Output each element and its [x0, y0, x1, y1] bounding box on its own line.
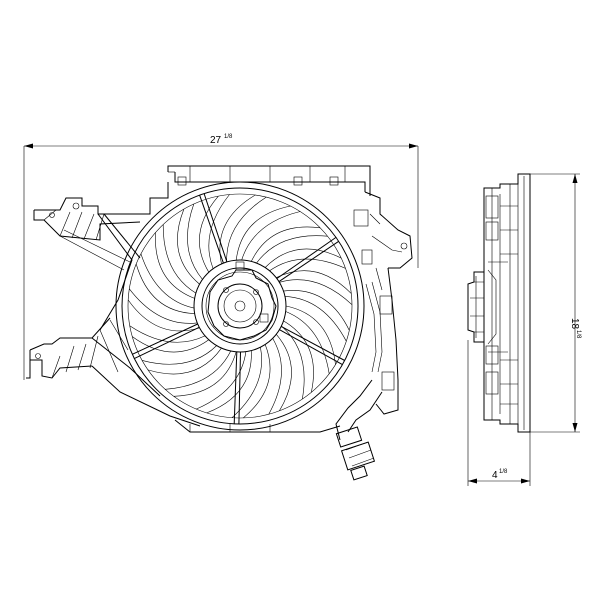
fan-blade — [132, 336, 209, 353]
fan-blade — [147, 347, 222, 375]
fan-shroud-rings — [115, 181, 365, 431]
fan-blades — [127, 194, 353, 419]
fan-blade-edge — [187, 203, 203, 280]
fan-blade — [285, 305, 336, 365]
width-dimension: 27 1/8 — [23, 134, 419, 380]
fan-blade-edge — [129, 288, 198, 324]
fan-blade — [199, 195, 219, 273]
support-strut — [203, 193, 228, 263]
fan-blade — [251, 226, 321, 262]
support-strut — [199, 194, 224, 264]
fan-blade — [173, 351, 237, 397]
support-strut — [276, 236, 337, 279]
shroud-frame — [26, 165, 413, 481]
fan-blade-edge — [162, 224, 197, 294]
depth-value: 4 — [492, 470, 498, 481]
fan-blade — [283, 320, 314, 393]
fan-blade-edge — [142, 345, 217, 365]
fan-blade-edge — [284, 296, 347, 342]
support-strut — [278, 240, 339, 283]
fan-blade — [206, 350, 252, 414]
width-fraction: 1/8 — [224, 134, 233, 140]
fan-blade-edge — [165, 350, 231, 390]
height-fraction: 1/8 — [575, 330, 581, 339]
fan-blade — [283, 290, 350, 331]
fan-blade — [243, 344, 271, 419]
fan-blade-edge — [208, 194, 230, 269]
fan-blade — [264, 248, 342, 268]
side-view — [467, 173, 531, 433]
fan-blade-edge — [129, 325, 206, 343]
fan-blade-edge — [268, 338, 282, 415]
fan-blade-edge — [281, 325, 305, 400]
motor-support-struts — [132, 193, 345, 425]
support-strut — [280, 325, 345, 361]
height-value: 18 — [569, 318, 580, 330]
fan-blade — [177, 208, 200, 285]
fan-blade — [127, 299, 200, 332]
width-value: 27 — [210, 135, 222, 146]
fan-blade-edge — [226, 196, 267, 263]
fan-blade — [235, 205, 291, 261]
fan-blade-edge — [196, 351, 247, 410]
support-strut — [134, 326, 200, 360]
height-dimension: 18 1/8 — [530, 173, 581, 433]
fan-blade-edge — [285, 311, 330, 374]
support-strut — [279, 329, 343, 366]
depth-fraction: 1/8 — [499, 469, 508, 475]
fan-blade — [135, 263, 195, 314]
support-strut — [238, 351, 241, 425]
fan-blade-edge — [256, 235, 328, 264]
fan-blade — [276, 334, 292, 411]
fan-blade-edge — [279, 279, 353, 305]
depth-dimension: 4 1/8 — [467, 340, 531, 486]
motor-hub — [193, 259, 287, 353]
fan-blade-edge — [140, 253, 195, 309]
fan-blade-edge — [241, 211, 301, 261]
support-strut — [233, 351, 238, 424]
fan-blade — [155, 232, 195, 299]
support-strut — [132, 323, 198, 355]
fan-blade-edge — [269, 258, 346, 272]
fan-blade — [276, 270, 352, 294]
